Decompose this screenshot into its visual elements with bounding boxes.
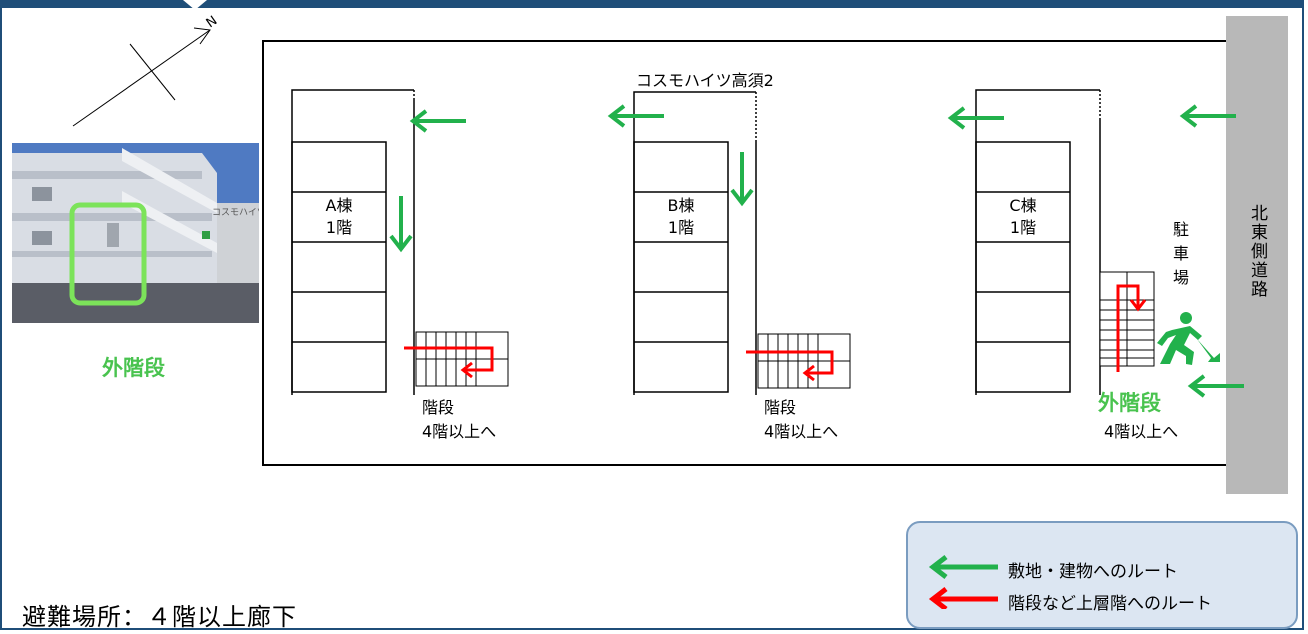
stair-c (1099, 271, 1155, 367)
site-title: コスモハイツ高須2 (636, 71, 774, 90)
building-a-floor: 1階 (325, 218, 353, 237)
stair-b-label: 階段 (764, 398, 797, 417)
building-c-name: C棟 (1009, 196, 1037, 215)
green-arrow-a-down (389, 196, 413, 253)
road (1226, 16, 1288, 494)
red-route-c (1116, 284, 1147, 372)
stair-a (415, 331, 509, 387)
svg-text:コスモハイツ高: コスモハイツ高 (212, 206, 259, 218)
stair-a-destination: 4階以上へ (422, 422, 497, 441)
north-arrow-icon: N (72, 14, 220, 127)
green-arrow-a-top (409, 109, 466, 133)
legend-red-label: 階段など上層階へのルート (1008, 594, 1212, 614)
building-c-floor: 1階 (1009, 218, 1037, 237)
green-arrow-b-down (730, 152, 754, 207)
green-route-arrows (389, 104, 1244, 398)
site-boundary (262, 40, 1228, 466)
green-arrow-road-top (1179, 104, 1236, 128)
building-photo: コスモハイツ高 (12, 143, 259, 323)
legend: 敷地・建物へのルート 階段など上層階へのルート (906, 521, 1298, 629)
red-route-a (404, 346, 494, 379)
stair-c-label: 外階段 (1098, 391, 1161, 415)
photo-caption: 外階段 (102, 356, 165, 380)
parking-label: 駐車場 (1172, 220, 1189, 287)
building-b-name: B棟 (667, 196, 695, 215)
building-a (291, 89, 415, 395)
legend-arrows (928, 555, 998, 609)
red-route-b (746, 350, 834, 382)
building-c (975, 89, 1101, 395)
road-label: 北東側道路 (1247, 204, 1267, 299)
frame-notch (183, 0, 207, 10)
building-b (633, 91, 757, 395)
legend-green-arrow-icon (928, 555, 998, 579)
building-a-name: A棟 (325, 196, 353, 215)
green-arrow-road-bottom (1187, 374, 1244, 398)
green-arrow-b-top (607, 104, 664, 128)
building-b-floor: 1階 (667, 218, 695, 237)
stair-c-destination: 4階以上へ (1104, 422, 1179, 441)
legend-green-label: 敷地・建物へのルート (1008, 562, 1178, 582)
stair-a-label: 階段 (422, 398, 455, 417)
legend-red-arrow-icon (928, 587, 998, 609)
evacuation-site: 避難場所：４階以上廊下 (22, 603, 297, 631)
running-person-icon (1157, 312, 1220, 365)
green-arrow-c-top (947, 106, 1004, 130)
stair-b-destination: 4階以上へ (764, 422, 839, 441)
red-stair-routes (404, 284, 1147, 382)
stair-b (757, 333, 851, 389)
